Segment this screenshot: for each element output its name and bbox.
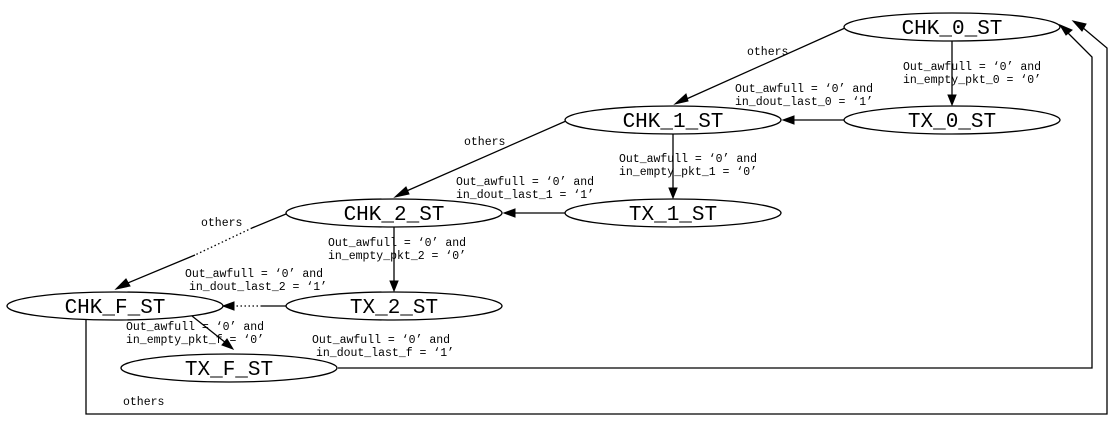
edge-chkf-to-txf (191, 315, 235, 350)
edge-label-chk1-to-chk2: others (464, 136, 505, 149)
edge-label-txf-to-chk0: Out_awfull = ‘0’ and in_dout_last_f = ‘1… (312, 334, 457, 360)
state-node-chk-2: CHK_2_ST (285, 198, 503, 228)
edge-tx2-to-chkf (221, 301, 286, 311)
edge-chk1-to-chk2 (393, 120, 567, 198)
state-node-tx-0: TX_0_ST (843, 105, 1061, 135)
state-node-tx-2-label: TX_2_ST (350, 297, 438, 320)
state-node-chk-1: CHK_1_ST (564, 105, 782, 135)
edge-chk0-to-tx0 (947, 41, 957, 107)
edge-chkf-to-chk0 (85, 20, 1108, 415)
state-node-tx-f-label: TX_F_ST (185, 359, 273, 382)
edge-chk2-to-chkf (114, 213, 287, 290)
state-node-chk-0-label: CHK_0_ST (902, 18, 1003, 41)
edge-tx1-to-chk2 (502, 208, 566, 218)
state-node-chk-f: CHK_F_ST (6, 291, 224, 321)
state-node-tx-2: TX_2_ST (285, 291, 503, 321)
edge-label-chk1-to-tx1: Out_awfull = ‘0’ and in_empty_pkt_1 = ‘0… (619, 153, 764, 179)
edge-label-tx2-to-chkf: Out_awfull = ‘0’ and in_dout_last_2 = ‘1… (185, 268, 330, 294)
state-node-chk-0: CHK_0_ST (843, 12, 1061, 42)
edge-label-chk0-to-tx0: Out_awfull = ‘0’ and in_empty_pkt_0 = ‘0… (903, 61, 1048, 87)
edge-txf-to-chk0 (338, 23, 1093, 369)
state-node-chk-1-label: CHK_1_ST (623, 111, 724, 134)
edge-label-chk2-to-chkf: others (201, 217, 242, 230)
edge-label-chkf-to-txf: Out_awfull = ‘0’ and in_empty_pkt_f = ‘0… (126, 321, 271, 347)
edge-chk2-to-tx2 (389, 227, 399, 293)
edge-label-tx0-to-chk1: Out_awfull = ‘0’ and in_dout_last_0 = ‘1… (735, 83, 880, 109)
state-node-tx-f: TX_F_ST (120, 353, 338, 383)
edge-label-tx1-to-chk2: Out_awfull = ‘0’ and in_dout_last_1 = ‘1… (456, 176, 601, 202)
state-node-tx-0-label: TX_0_ST (908, 111, 996, 134)
state-node-chk-2-label: CHK_2_ST (344, 204, 445, 227)
edge-chk0-to-chk1 (673, 27, 846, 105)
edge-label-chk0-to-chk1: others (747, 46, 788, 59)
edge-label-chkf-to-chk0: others (123, 396, 164, 409)
state-node-tx-1: TX_1_ST (564, 198, 782, 228)
edge-chk1-to-tx1 (668, 134, 678, 200)
state-node-chk-f-label: CHK_F_ST (65, 297, 166, 320)
edge-tx0-to-chk1 (781, 115, 845, 125)
edge-label-chk2-to-tx2: Out_awfull = ‘0’ and in_empty_pkt_2 = ‘0… (328, 237, 473, 263)
state-node-tx-1-label: TX_1_ST (629, 204, 717, 227)
